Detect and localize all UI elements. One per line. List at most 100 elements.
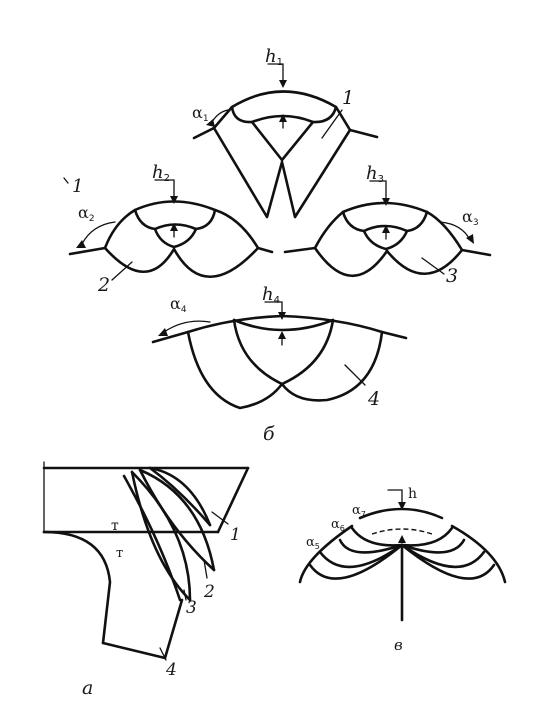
collar-4-inner-left <box>232 318 284 386</box>
collar-3-number: 3 <box>446 265 458 287</box>
collar-4-neckline <box>232 318 335 332</box>
collar-1-number: 1 <box>342 87 354 109</box>
h1-arrow-down <box>279 80 287 88</box>
panel-label-v: в <box>394 636 403 654</box>
h2-dimension-line <box>154 179 175 203</box>
collar-4-number: 4 <box>367 388 380 410</box>
collar-3-outline <box>313 201 464 277</box>
draft-number-2: 2 <box>203 582 215 602</box>
stray-tick <box>63 177 69 184</box>
draft-number-1: 1 <box>230 525 241 545</box>
collar-1-shoulder-left <box>192 126 216 140</box>
alpha7-label: α7 <box>352 503 366 519</box>
draft-right-diagonal <box>216 466 250 534</box>
collar-2-shoulder-right <box>256 246 274 254</box>
collar-1-leader <box>321 109 343 139</box>
draft-mark-1: т <box>111 518 119 534</box>
collar-2-inner-left <box>153 227 176 249</box>
collar-4: h4 α4 4 <box>151 284 408 410</box>
alpha3-label: α3 <box>462 207 479 228</box>
h3-arrow-up <box>382 225 390 233</box>
h3-dimension-line <box>369 180 387 205</box>
draft-curve-3-outer <box>130 470 192 602</box>
collar-2-leader <box>111 261 133 281</box>
draft-number-4: 4 <box>165 660 177 680</box>
collar-4-inner-right <box>280 318 335 386</box>
draft-curve-1-outer <box>148 466 212 527</box>
overlay-lobe-8 <box>400 543 496 580</box>
draft-bottom-edge <box>101 641 167 660</box>
h4-arrow-up <box>278 331 286 339</box>
alpha2-arrow <box>76 240 86 248</box>
overlay-lobe-3 <box>338 538 404 554</box>
collar-1: h1 α1 1 <box>192 46 379 219</box>
collar-3-shoulder-left <box>283 246 317 254</box>
collar-2-number: 2 <box>97 274 110 296</box>
alpha4-arrow <box>158 328 168 336</box>
panel-label-a: а <box>82 677 93 699</box>
h2-label: h2 <box>152 162 170 184</box>
overlay-lobe-2 <box>400 526 454 547</box>
alpha5-label: α5 <box>306 535 320 551</box>
collar-3-neckline <box>341 210 429 233</box>
overlay-lobe-7 <box>308 543 404 580</box>
collar-3-leader <box>421 257 445 275</box>
overlay-shoulder-left <box>298 524 354 584</box>
collar-1-stand-right <box>280 120 315 162</box>
alpha6-label: α6 <box>331 517 345 533</box>
h4-arrow-down <box>278 312 286 320</box>
overlay-h-arrow-up <box>398 535 406 543</box>
collar-3-inner-left <box>362 229 388 251</box>
panel-a-draft: т т 1 2 3 4 <box>42 461 250 680</box>
overlay-h-label: h <box>408 486 417 502</box>
overlay-lobe-1 <box>350 526 404 547</box>
h3-arrow-down <box>382 198 390 206</box>
alpha3-arrow <box>466 234 474 244</box>
draft-curve-2-outer <box>138 468 216 572</box>
alpha1-arrow <box>206 119 215 127</box>
panel-label-b: б <box>263 423 275 445</box>
draft-leader-2 <box>203 559 208 579</box>
alpha2-arc <box>81 221 116 245</box>
overlay-h-dimension <box>387 489 403 508</box>
collar-2-neckline <box>133 208 217 231</box>
h2-arrow-up <box>170 223 178 231</box>
stray-mark: 1 <box>72 176 83 197</box>
collar-4-leader <box>344 364 366 386</box>
collar-1-stand-left <box>250 120 284 162</box>
draft-curve-1-inner <box>148 466 212 527</box>
overlay-shoulder-right <box>450 524 507 584</box>
collar-4-shoulder-left <box>151 330 190 344</box>
overlay-h-arrow-down <box>398 502 406 510</box>
panel-v-overlay: h α5 α6 α7 <box>298 486 507 622</box>
overlay-dashed-line <box>371 528 433 535</box>
draft-leader-4 <box>159 647 167 661</box>
draft-inner-curve <box>42 530 112 645</box>
h4-label: h4 <box>262 284 280 306</box>
h1-dimension-line <box>267 63 284 87</box>
collar-1-outline <box>212 90 352 219</box>
overlay-neck-arc <box>358 507 444 520</box>
h1-label: h1 <box>265 46 283 68</box>
draft-mark-2: т <box>116 546 123 561</box>
collar-4-shoulder-right <box>380 330 408 340</box>
alpha4-label: α4 <box>170 294 187 315</box>
draft-right-edge <box>163 598 184 660</box>
collar-2-inner-right <box>172 227 198 249</box>
alpha2-label: α2 <box>78 203 95 224</box>
draft-curve-2-inner <box>138 468 216 572</box>
overlay-lobe-4 <box>400 538 466 554</box>
collar-2-shoulder-left <box>68 246 107 256</box>
collar-3: h3 α3 3 <box>283 163 492 287</box>
draft-number-3: 3 <box>186 598 197 618</box>
h3-label: h3 <box>366 163 384 185</box>
collar-2: h2 α2 2 <box>68 162 274 296</box>
h1-arrow-up <box>279 114 287 122</box>
collar-1-shoulder-right <box>348 128 379 139</box>
draft-curve-3-inner <box>130 470 192 602</box>
draft-curve-4-outer <box>122 474 182 602</box>
draft-leader-1 <box>211 511 229 525</box>
h2-arrow-down <box>170 196 178 204</box>
collar-3-inner-right <box>384 229 409 251</box>
